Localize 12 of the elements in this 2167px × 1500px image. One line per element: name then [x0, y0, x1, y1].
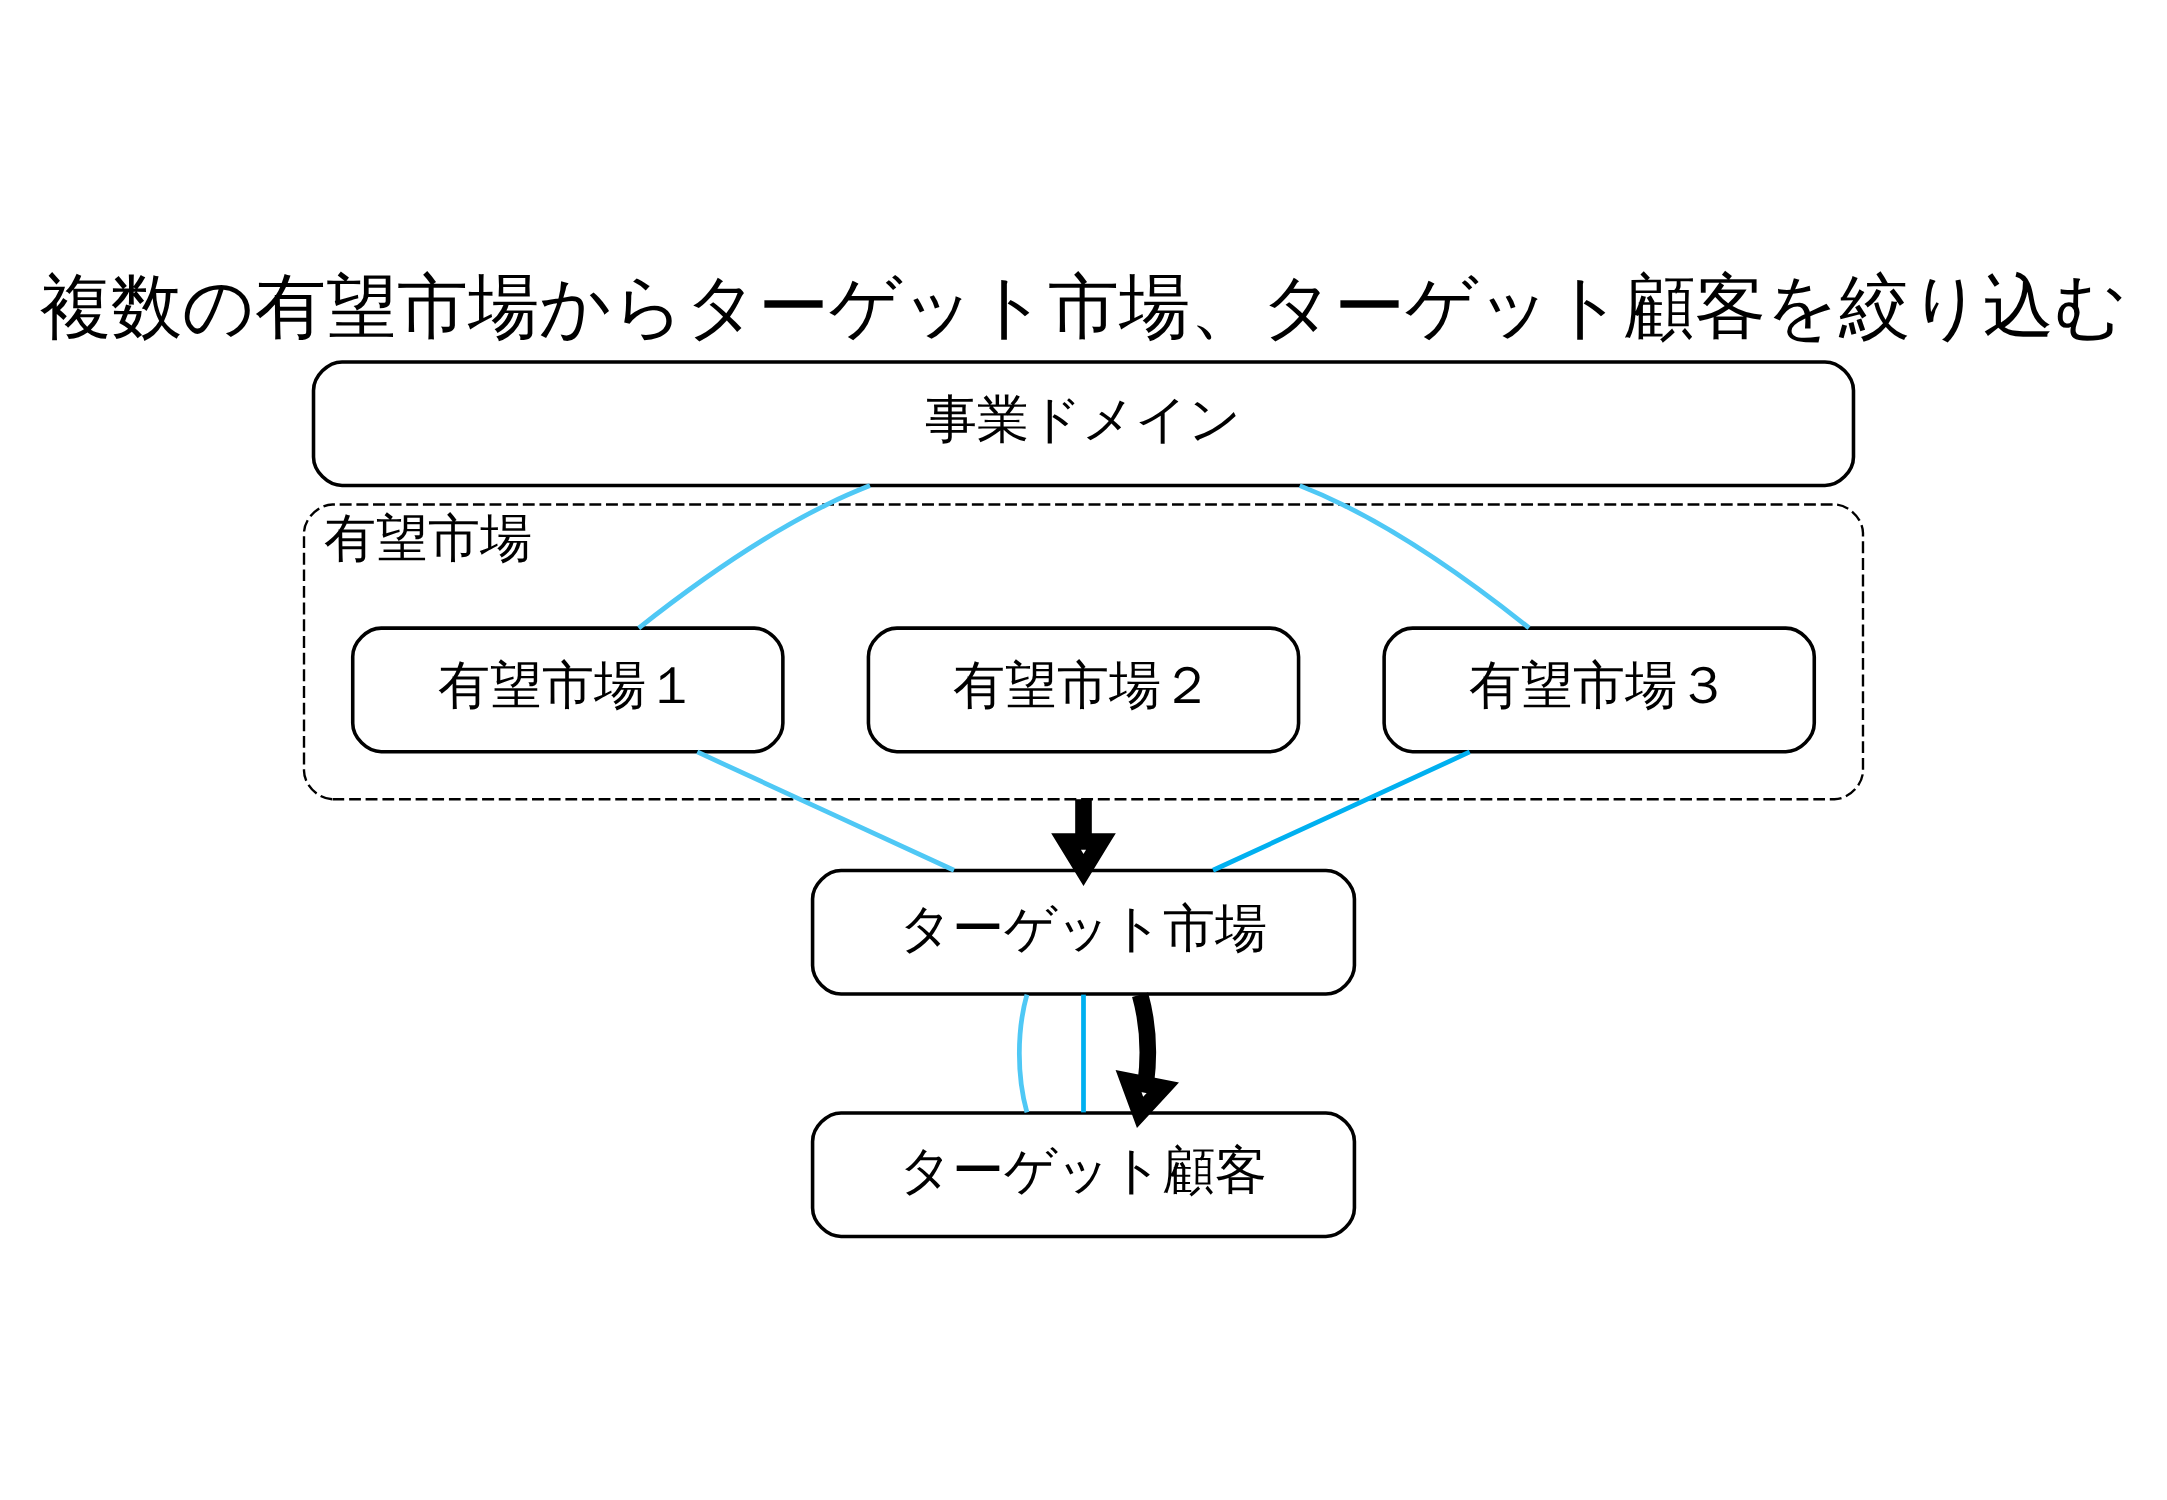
node-box: 有望市場２ — [866, 625, 1301, 753]
arrow — [1115, 992, 1179, 1128]
node-box: 事業ドメイン — [311, 359, 1856, 487]
diagram-title: 複数の有望市場からターゲット市場、ターゲット顧客を絞り込む — [40, 264, 2127, 348]
node-box: ターゲット市場 — [810, 868, 1357, 996]
connector — [1016, 993, 1030, 1113]
connector — [1081, 994, 1086, 1112]
node-box: 有望市場３ — [1382, 625, 1817, 753]
arrow — [1051, 798, 1116, 886]
connector — [1212, 749, 1471, 872]
node-box: 有望市場１ — [350, 625, 785, 753]
node-box: ターゲット顧客 — [810, 1110, 1357, 1238]
